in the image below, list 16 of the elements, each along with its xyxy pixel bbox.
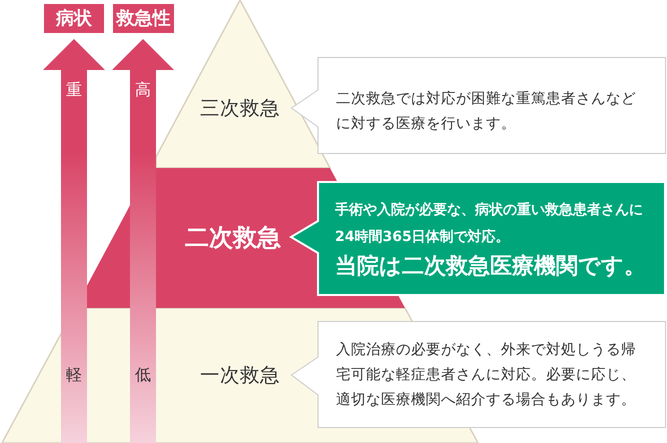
description-text: 入院治療の必要がなく、外来で対処しうる帰宅可能な軽症患者さんに対応。必要に応じ、適切な医療機関へ紹介する場合もあります。	[336, 340, 637, 410]
scale-label: 低	[135, 365, 151, 384]
notice-text: 当院は二次救急医療機関です。	[335, 253, 647, 281]
tier-label: 二次救急	[185, 224, 281, 252]
speech-bubble	[290, 57, 666, 154]
tier-label: 一次救急	[200, 363, 280, 387]
scale-label: 軽	[66, 365, 82, 384]
description-text: 二次救急では対応が困難な重篤患者さんなどに対する医療を行います。	[336, 90, 636, 134]
scale-label: 重	[66, 80, 82, 100]
axis-title: 救急性	[113, 4, 174, 33]
description-text: 手術や入院が必要な、病状の重い救急患者さんに24時間365日体制で対応。	[335, 201, 644, 247]
tier-label: 三次救急	[200, 96, 280, 120]
axis-title: 病状	[44, 4, 104, 33]
speech-bubble	[290, 321, 666, 428]
scale-label: 高	[135, 80, 151, 100]
speech-bubble	[289, 181, 666, 296]
